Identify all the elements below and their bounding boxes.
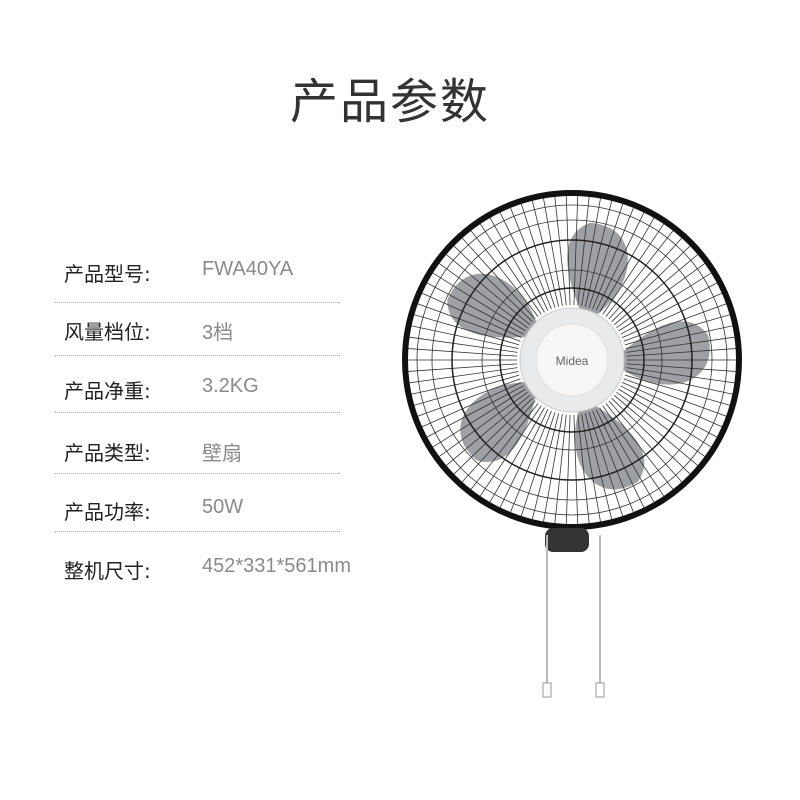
fan-blade <box>460 382 539 462</box>
spec-value: 3.2KG <box>202 375 259 397</box>
spec-value: 3档 <box>202 322 234 344</box>
spec-row-speed: 风量档位: 3档 <box>64 316 340 344</box>
brand-logo: Midea <box>556 354 589 368</box>
spec-value: 50W <box>202 496 244 518</box>
pull-cord-handle <box>542 682 552 698</box>
spec-row-weight: 产品净重: 3.2KG <box>64 375 340 403</box>
fan-grill <box>408 196 736 524</box>
divider <box>55 412 340 413</box>
fan-blade <box>447 273 541 338</box>
spec-label: 产品净重: <box>64 379 151 403</box>
fan-outer-ring <box>402 190 742 530</box>
divider <box>55 302 340 303</box>
spec-label: 产品类型: <box>64 441 151 465</box>
spec-row-power: 产品功率: 50W <box>64 496 340 524</box>
control-box <box>545 528 589 552</box>
pull-cord-handle <box>595 682 605 698</box>
spec-value: FWA40YA <box>202 258 294 280</box>
page-title: 产品参数 <box>289 74 490 130</box>
spec-value: 壁扇 <box>202 443 242 465</box>
fan-blade <box>611 321 710 385</box>
spec-value: 452*331*561mm <box>202 555 351 577</box>
spec-row-model: 产品型号: FWA40YA <box>64 258 340 286</box>
spec-row-type: 产品类型: 壁扇 <box>64 437 340 465</box>
spec-label: 产品型号: <box>64 262 151 286</box>
spec-label: 产品功率: <box>64 500 151 524</box>
spec-label: 风量档位: <box>64 320 151 344</box>
spec-label: 整机尺寸: <box>64 559 151 583</box>
divider <box>55 473 340 474</box>
divider <box>55 355 340 356</box>
spec-row-size: 整机尺寸: 452*331*561mm <box>64 555 351 583</box>
divider <box>55 531 340 532</box>
wall-fan-image: Midea <box>402 190 742 698</box>
